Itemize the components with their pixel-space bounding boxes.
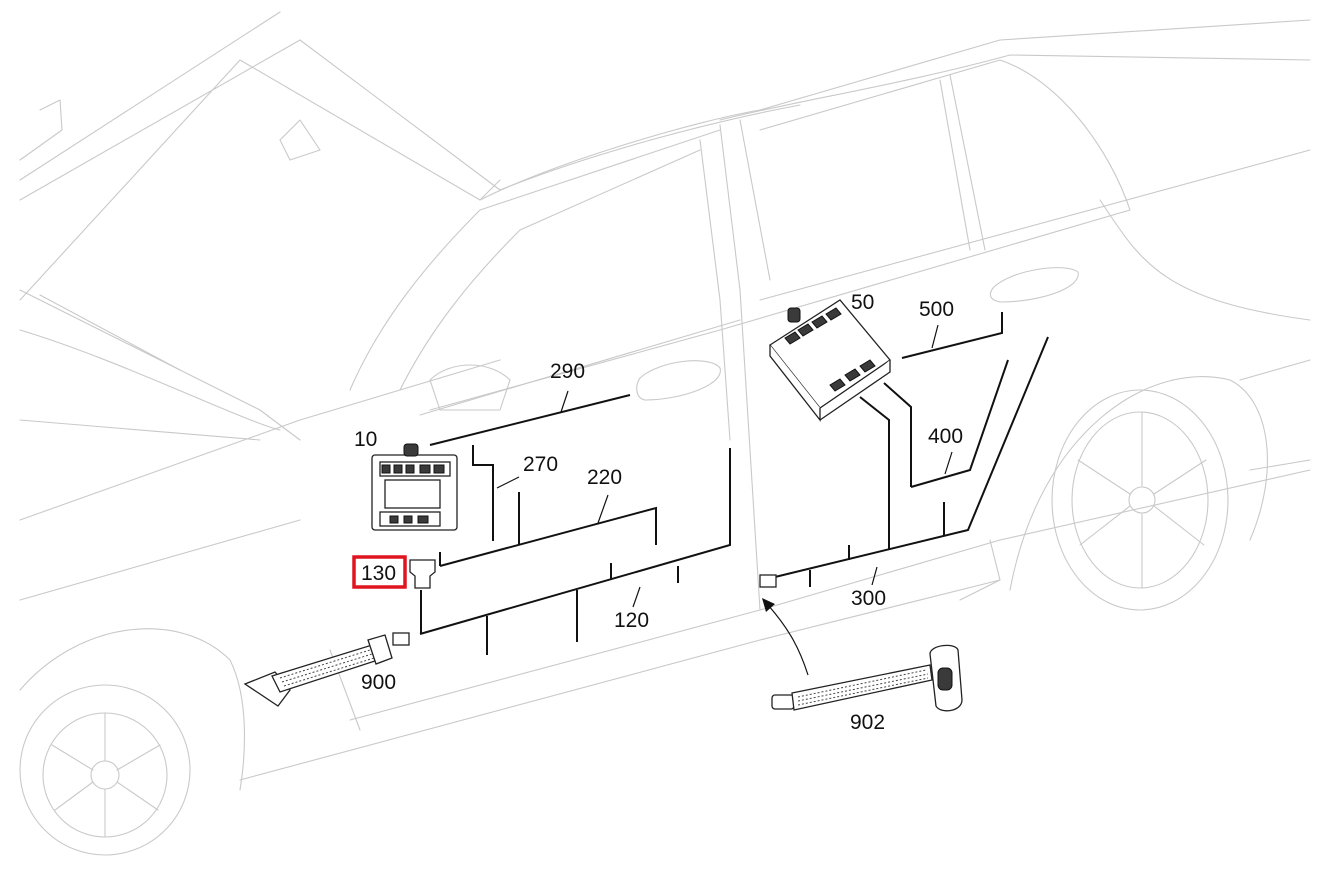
callout-500[interactable]: 500 [919,298,954,321]
callout-300[interactable]: 300 [851,587,886,610]
callout-290[interactable]: 290 [550,360,585,383]
grommet-900 [243,634,393,707]
car-outline [19,11,1311,856]
callout-400[interactable]: 400 [928,425,963,448]
callout-902[interactable]: 902 [850,711,885,734]
connector-arrow [762,598,809,676]
front-door-control-unit [371,443,458,531]
callout-130[interactable]: 130 [361,562,396,585]
rear-harness-connector [759,574,777,588]
callout-labels: 10 50 120 130 220 270 290 300 400 500 90… [354,291,963,734]
front-harness-connector [392,632,410,646]
selected-callout-highlight [352,555,407,589]
front-door-harness [419,394,731,655]
callout-900[interactable]: 900 [361,671,396,694]
leader-lines [496,324,953,608]
callout-220[interactable]: 220 [587,466,622,489]
rear-door-harness [774,312,1049,587]
callout-120[interactable]: 120 [614,609,649,632]
rear-door-control-unit [769,299,891,422]
grommet-902 [771,644,963,712]
callout-10[interactable]: 10 [354,428,377,451]
callout-50[interactable]: 50 [851,291,874,314]
connector-130 [409,559,436,589]
callout-270[interactable]: 270 [523,453,558,476]
